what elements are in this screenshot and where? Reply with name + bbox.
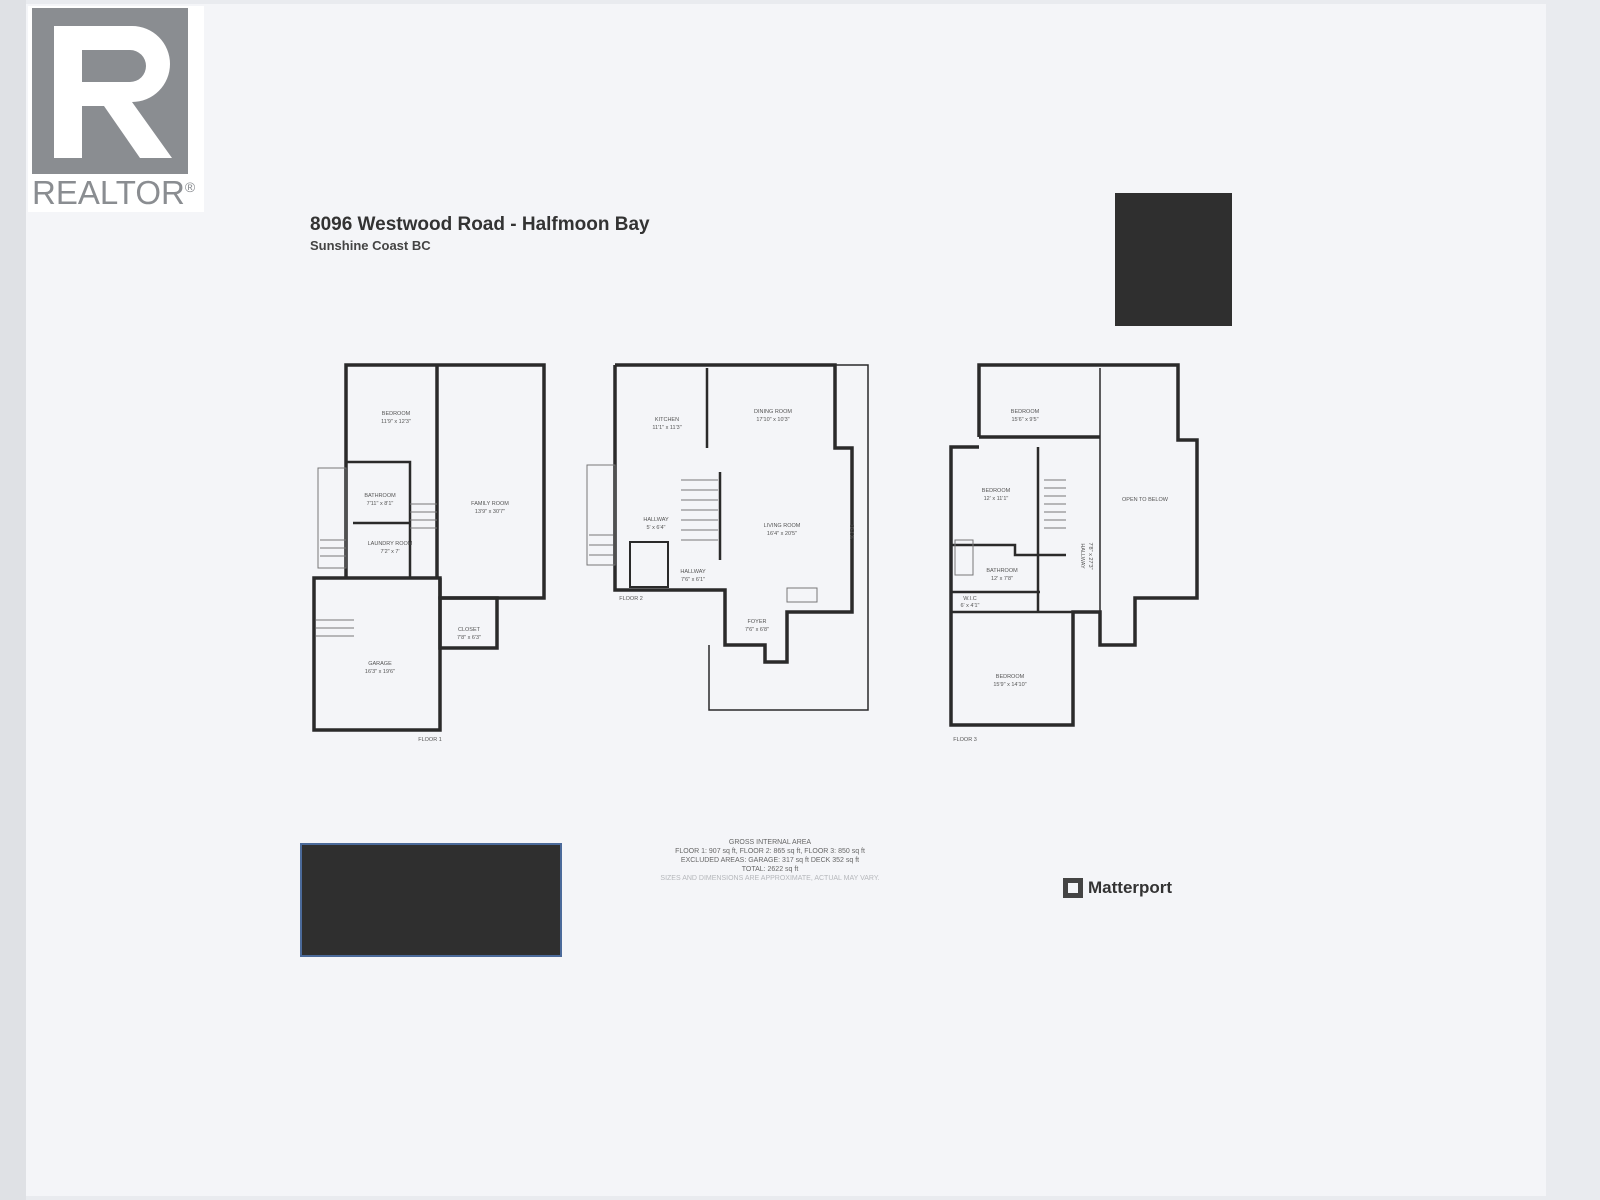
floor-1-plan [312,363,546,732]
floor-label: FLOOR 1 [418,737,442,743]
room-size: 5' x 6'4" [646,525,665,531]
room-size: 16'3" x 19'6" [365,669,395,675]
room-size: 17'10" x 10'3" [756,417,789,423]
room-size: 7'6" x 6'1" [681,577,705,583]
floor-3-plan [949,363,1199,727]
area-excluded: EXCLUDED AREAS: GARAGE: 317 sq ft DECK 3… [680,857,860,864]
floor-label: FLOOR 3 [953,737,977,743]
room-name: HALLWAY [1079,543,1085,569]
room-name: OPEN TO BELOW [1122,497,1169,503]
redacted-block [1115,193,1232,326]
room-name: LAUNDRY ROOM [368,541,413,547]
room-name: GARAGE [368,661,392,667]
room-name: BEDROOM [1011,409,1040,415]
realtor-logo-text: REALTOR [32,174,185,211]
floor-2-plan [586,363,869,711]
area-summary: GROSS INTERNAL AREA FLOOR 1: 907 sq ft, … [640,838,900,883]
room-size: 11'1" x 11'3" [652,425,681,431]
room-name: KITCHEN [655,417,679,423]
room-name: BEDROOM [382,411,411,417]
room-name: FOYER [748,619,767,625]
room-name: BATHROOM [364,493,396,499]
room-size: 7'8" x 6'3" [457,635,481,641]
floor-plan-sheet [26,4,1546,1196]
floor-label: FLOOR 2 [619,596,643,602]
room-size: 7'11" x 8'1" [367,501,394,507]
room-size: 12' x 11'1" [984,496,1009,502]
room-size: 7'2" x 7' [380,549,399,555]
room-size: 15'6" x 9'5" [1011,417,1038,423]
room-name: DECK [848,524,854,540]
room-name: DINING ROOM [754,409,792,415]
room-size: 16'4" x 20'5" [767,531,797,537]
realtor-r-mark [32,8,188,174]
area-total: TOTAL: 2622 sq ft [741,866,799,873]
room-size: 7'8" x 27'3" [1087,542,1093,569]
matterport-icon [1063,878,1083,898]
matterport-name: Matterport [1088,878,1173,897]
room-name: HALLWAY [680,569,706,575]
room-size: 11'9" x 12'3" [381,419,411,425]
registered-mark: ® [184,179,196,195]
room-size: 15'9" x 14'10" [993,682,1026,688]
room-name: HALLWAY [643,517,669,523]
area-heading: GROSS INTERNAL AREA [728,839,812,846]
room-size: 13'9" x 30'7" [475,509,505,515]
room-name: FAMILY ROOM [471,501,509,507]
left-margin [0,0,26,1200]
room-size: 7'6" x 6'8" [745,627,769,633]
room-name: BEDROOM [982,488,1011,494]
matterport-logo: Matterport [1063,878,1172,898]
redacted-block [300,843,562,957]
property-address: 8096 Westwood Road - Halfmoon Bay [310,214,650,235]
room-name: LIVING ROOM [764,523,801,529]
room-name: CLOSET [458,627,481,633]
area-disclaimer: SIZES AND DIMENSIONS ARE APPROXIMATE, AC… [660,875,880,882]
room-name: BATHROOM [986,568,1018,574]
room-name: W.I.C [963,596,976,602]
property-region: Sunshine Coast BC [310,238,431,253]
room-size: 12' x 7'8" [991,576,1013,582]
room-size: 6' x 4'1" [960,603,979,609]
area-floors: FLOOR 1: 907 sq ft, FLOOR 2: 865 sq ft, … [675,848,865,855]
realtor-logo: REALTOR® [28,6,204,212]
room-name: BEDROOM [996,674,1025,680]
